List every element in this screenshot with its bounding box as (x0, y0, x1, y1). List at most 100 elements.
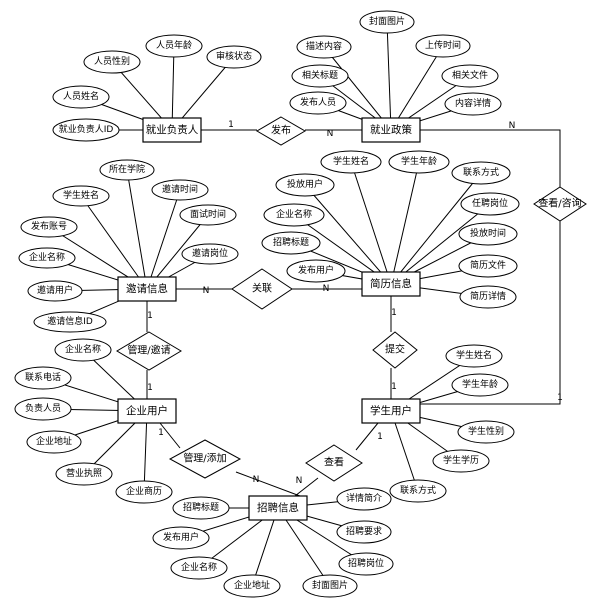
attribute-jyzc-0-ellipse (359, 10, 415, 34)
attribute-qyyh-1-ellipse (14, 366, 72, 390)
attribute-jyfz-2-ellipse (206, 45, 262, 69)
attribute-qyyh-5-label: 企业商历 (126, 485, 162, 497)
attribute-xsyh-1-label: 学生年龄 (462, 378, 498, 390)
attribute-jlxx-10-ellipse (459, 285, 517, 309)
attribute-zpxx-1-ellipse (336, 487, 392, 511)
attribute-zpxx-5-label: 招聘岗位 (348, 557, 384, 569)
attribute-xsyh-4-label: 联系方式 (400, 484, 436, 496)
attribute-xsyh-1-ellipse (451, 373, 509, 397)
attribute-yqxx-5-ellipse (18, 247, 76, 269)
cardinality-many: N (323, 284, 330, 294)
relation-fabu-diamond (256, 116, 306, 146)
entity-jyzc-box (361, 117, 421, 143)
attribute-connector (126, 169, 148, 290)
attribute-connector (146, 189, 181, 290)
attribute-zpxx-3-label: 招聘要求 (346, 525, 382, 537)
cardinality-many: N (327, 129, 334, 139)
attribute-xsyh-0-ellipse (445, 344, 503, 368)
attribute-zpxx-3-ellipse (336, 520, 392, 544)
entity-xsyh-label: 学生用户 (370, 404, 412, 417)
attribute-jyzc-6-label: 内容详情 (455, 97, 491, 109)
attribute-zpxx-7-label: 封面图片 (312, 579, 348, 591)
attribute-xsyh-2-label: 学生性别 (468, 425, 504, 437)
attribute-zpxx-6-label: 企业地址 (234, 579, 270, 591)
relation-connector (235, 471, 301, 497)
cardinality-one: 1 (147, 383, 153, 393)
attribute-jlxx-9-ellipse (458, 254, 518, 278)
attribute-yqxx-8-ellipse (33, 311, 107, 333)
attribute-yqxx-7-ellipse (27, 280, 83, 302)
attribute-jyzc-4-ellipse (441, 64, 499, 88)
attribute-jlxx-3-label: 联系方式 (463, 166, 499, 178)
attribute-jlxx-3-ellipse (451, 161, 511, 185)
relation-glyq-label: 管理/邀请 (127, 344, 170, 357)
attribute-yqxx-7-label: 邀请用户 (37, 284, 73, 296)
attribute-yqxx-6-label: 邀请岗位 (192, 247, 228, 259)
attribute-jyzc-0-label: 封面图片 (369, 15, 405, 27)
entity-yqxx-box (117, 276, 177, 302)
attribute-qyyh-4-label: 营业执照 (66, 467, 102, 479)
relation-connector (294, 477, 319, 497)
attribute-jyzc-1-ellipse (296, 35, 352, 59)
relation-connector (420, 129, 561, 187)
attribute-jyzc-2-label: 上传时间 (425, 39, 461, 51)
attribute-connector (143, 410, 148, 493)
attribute-zpxx-1-label: 详情简介 (346, 492, 382, 504)
relation-ckzx-label: 查看/咨询 (538, 197, 581, 210)
cardinality-many: N (253, 475, 260, 485)
attribute-jlxx-7-ellipse (458, 222, 518, 246)
attribute-jlxx-8-ellipse (286, 259, 346, 283)
attribute-jlxx-10-label: 简历详情 (470, 290, 506, 302)
relation-guanlian-label: 关联 (252, 282, 272, 295)
relation-gltj-diamond (168, 439, 242, 479)
relation-tijiao-diamond (372, 331, 418, 369)
attribute-zpxx-2-label: 发布用户 (163, 531, 199, 543)
attribute-jyzc-1-label: 描述内容 (306, 40, 342, 52)
relation-connector (159, 422, 181, 449)
entity-zpxx-label: 招聘信息 (257, 501, 299, 514)
relation-guanlian-diamond (231, 268, 293, 310)
attribute-yqxx-0-label: 所在学院 (109, 163, 145, 175)
attribute-jyzc-6-ellipse (444, 92, 502, 116)
attribute-jyfz-2-label: 审核状态 (216, 50, 252, 62)
entity-qyyh-label: 企业用户 (126, 404, 168, 417)
attribute-connector (80, 195, 148, 290)
attribute-jlxx-0-label: 学生姓名 (333, 155, 369, 167)
attribute-jlxx-5-label: 任聘岗位 (472, 197, 508, 209)
attribute-qyyh-3-ellipse (26, 430, 82, 454)
relation-connector (355, 422, 379, 451)
attribute-connector (390, 45, 444, 131)
entity-jlxx-box (361, 271, 421, 297)
attribute-yqxx-2-label: 邀请时间 (162, 183, 198, 195)
attribute-connector (251, 507, 279, 587)
attribute-jyfz-0-label: 人员性别 (94, 55, 130, 67)
attribute-yqxx-6-ellipse (181, 243, 239, 265)
attribute-qyyh-0-ellipse (54, 338, 112, 362)
entity-qyyh-box (117, 398, 177, 424)
relation-gltj-label: 管理/添加 (183, 452, 226, 465)
attribute-qyyh-0-label: 企业名称 (65, 343, 101, 355)
relation-tijiao-label: 提交 (385, 343, 405, 356)
relation-glyq-diamond (116, 331, 182, 371)
attribute-zpxx-0-ellipse (172, 496, 230, 520)
entity-jyfz-label: 就业负责人 (146, 123, 199, 136)
attribute-zpxx-4-label: 企业名称 (181, 561, 217, 573)
attribute-zpxx-4-ellipse (170, 556, 228, 580)
cardinality-many: N (203, 286, 210, 296)
attribute-qyyh-2-label: 负责人员 (25, 402, 61, 414)
attribute-xsyh-4-ellipse (389, 479, 447, 503)
attribute-jlxx-8-label: 发布用户 (298, 264, 334, 276)
cardinality-one: 1 (228, 120, 234, 130)
attribute-jlxx-5-ellipse (460, 192, 520, 216)
attribute-yqxx-2-ellipse (151, 179, 209, 201)
attribute-xsyh-3-label: 学生学历 (443, 454, 479, 466)
entity-xsyh-box (361, 398, 421, 424)
attribute-jlxx-4-ellipse (263, 203, 325, 227)
attribute-qyyh-1-label: 联系电话 (25, 371, 61, 383)
attribute-jyzc-5-label: 发布人员 (300, 96, 336, 108)
attribute-connector (390, 203, 491, 285)
attribute-yqxx-1-label: 学生姓名 (63, 189, 99, 201)
attribute-qyyh-3-label: 企业地址 (36, 435, 72, 447)
entity-jyfz-box (142, 117, 202, 143)
